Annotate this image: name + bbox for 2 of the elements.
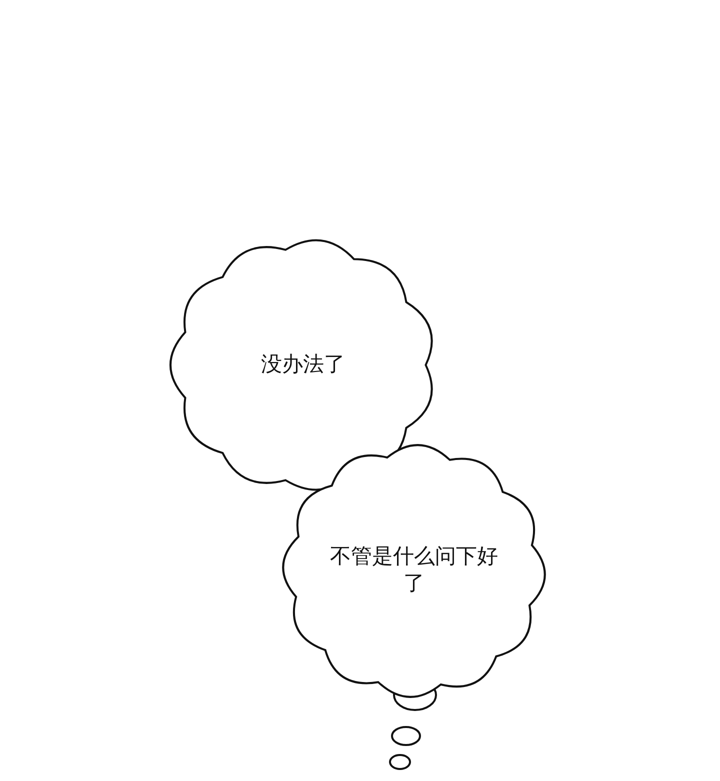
thought-text: 不管是什么问下好了 bbox=[329, 543, 499, 598]
thought-text: 没办法了 bbox=[260, 351, 346, 378]
